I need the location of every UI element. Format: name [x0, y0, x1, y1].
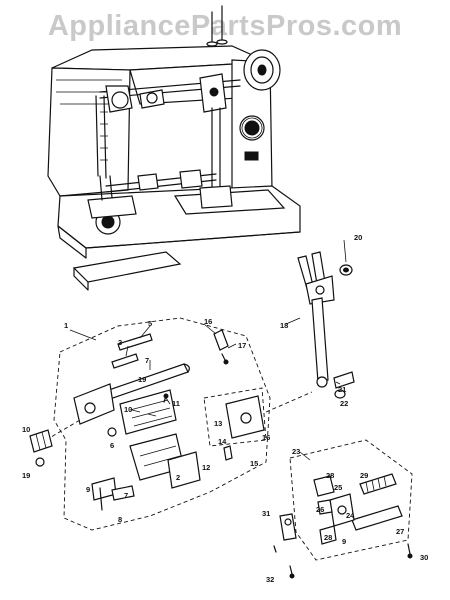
- callout-11: 11: [172, 399, 180, 408]
- sewing-machine-illustration: [47, 5, 301, 291]
- callout-27: 27: [396, 527, 404, 536]
- bed-extension-plate: [72, 251, 182, 283]
- callout-28a: 28: [326, 471, 334, 480]
- callout-leaders: [69, 239, 347, 461]
- presser-bar-spring: [213, 329, 229, 365]
- callout-7a: 7: [145, 356, 149, 365]
- callout-labels: 1 2 3 5 6 7 7 8 9 10 10 11 12 13 14 15 1…: [22, 233, 428, 584]
- callout-19b: 19: [138, 375, 146, 384]
- parts-group-left: [45, 317, 313, 531]
- callout-31: 31: [262, 509, 270, 518]
- callout-18: 18: [280, 321, 288, 330]
- thumb-screw: [29, 429, 53, 467]
- callout-9: 9: [86, 485, 90, 494]
- callout-3: 3: [118, 338, 122, 347]
- callout-2: 2: [176, 473, 180, 482]
- callout-13: 13: [214, 419, 222, 428]
- callout-25: 25: [334, 483, 342, 492]
- callout-14: 14: [218, 437, 227, 446]
- callout-28b: 28: [324, 533, 332, 542]
- watermark: AppliancePartsPros.com: [47, 10, 403, 42]
- callout-1: 1: [64, 321, 68, 330]
- callout-6: 6: [110, 441, 114, 450]
- lever-arm: [297, 251, 355, 399]
- callout-15: 15: [250, 459, 258, 468]
- callout-9b: 9: [342, 537, 346, 546]
- callout-23: 23: [292, 447, 300, 456]
- parts-group-right: [273, 439, 413, 579]
- callout-26: 26: [316, 505, 324, 514]
- callout-30: 30: [420, 553, 428, 562]
- callout-10b: 10: [22, 425, 30, 434]
- callout-22: 22: [340, 399, 348, 408]
- stitch-dial: [239, 115, 265, 141]
- callout-16b: 16: [262, 433, 270, 442]
- callout-10a: 10: [124, 405, 132, 414]
- callout-7b: 7: [124, 491, 128, 500]
- callout-17: 17: [238, 341, 246, 350]
- callout-24: 24: [346, 511, 355, 520]
- callout-21: 21: [338, 385, 346, 394]
- callout-16: 16: [204, 317, 212, 326]
- callout-19a: 19: [22, 471, 30, 480]
- handwheel: [243, 49, 281, 91]
- callout-20: 20: [354, 233, 362, 242]
- callout-29: 29: [360, 471, 368, 480]
- callout-8: 8: [118, 515, 122, 524]
- callout-5: 5: [148, 319, 152, 328]
- callout-32: 32: [266, 575, 274, 584]
- callout-12: 12: [202, 463, 210, 472]
- internal-mechanism: [87, 73, 241, 235]
